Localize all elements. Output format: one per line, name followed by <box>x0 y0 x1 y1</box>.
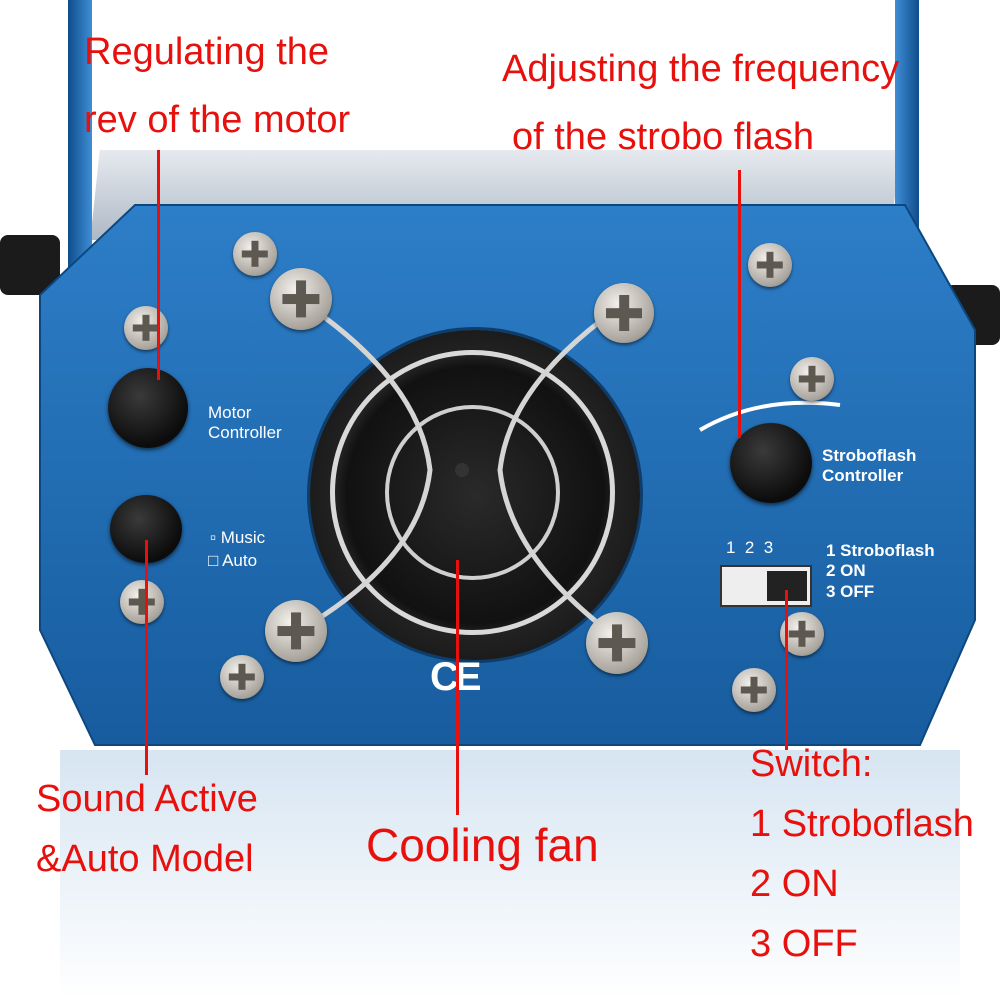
motor-annotation-line1: Regulating the <box>84 31 330 73</box>
auto-text: Auto <box>222 551 258 570</box>
screw <box>586 612 648 674</box>
switch-leader-line <box>785 590 788 750</box>
motor-annotation-line2: rev of the motor <box>84 99 351 141</box>
strobe-annotation-line2: of the strobo flash <box>512 116 815 158</box>
music-label: ▫ Music <box>210 528 265 548</box>
motor-annotation: Regulating the rev of the motor <box>84 33 350 139</box>
ce-mark: CE <box>430 655 482 699</box>
sound-annotation-line1: Sound Active <box>36 778 258 820</box>
strobe-annotation: Adjusting the frequency of the strobo fl… <box>502 50 899 156</box>
music-icon: ▫ <box>210 528 217 547</box>
switch-annotation-1: 1 Stroboflash <box>750 803 974 845</box>
screw <box>233 232 277 276</box>
motor-label-line2: Controller <box>208 423 282 443</box>
fan-annotation: Cooling fan <box>366 819 599 871</box>
switch-annotation-2: 2 ON <box>750 863 839 905</box>
auto-label: □ Auto <box>208 551 257 571</box>
switch-positions-label: 1 2 3 <box>726 538 774 557</box>
switch-option-2: 2 ON <box>826 561 866 581</box>
stroboflash-controller-label: Stroboflash Controller <box>822 446 916 487</box>
fan-leader-line <box>456 560 459 815</box>
switch-options: 1 Stroboflash 2 ON 3 OFF <box>826 541 935 602</box>
screw <box>748 243 792 287</box>
strobe-dial-arc <box>698 400 841 432</box>
strobe-annotation-line1: Adjusting the frequency <box>502 48 900 90</box>
motor-controller-knob[interactable] <box>108 368 188 448</box>
fan-guard-inner <box>385 405 560 580</box>
sound-leader-line <box>145 540 148 775</box>
device-bracket-left <box>68 0 92 290</box>
music-text: Music <box>220 528 266 547</box>
screw <box>732 668 776 712</box>
motor-label-line1: Motor <box>208 403 252 422</box>
reflection <box>60 750 960 1000</box>
motor-leader-line <box>157 150 160 380</box>
switch-annotation: Switch: 1 Stroboflash 2 ON 3 OFF <box>750 745 974 963</box>
screw <box>270 268 332 330</box>
sound-annotation-line2: &Auto Model <box>36 838 254 880</box>
strobe-leader-line <box>738 170 741 438</box>
fan-guard-outer <box>330 350 615 635</box>
screw <box>265 600 327 662</box>
stroboflash-controller-knob[interactable] <box>730 423 812 503</box>
strobe-label-line1: Stroboflash <box>822 446 917 465</box>
switch-option-3: 3 OFF <box>826 581 875 601</box>
screw <box>594 283 654 343</box>
switch-annotation-title: Switch: <box>750 743 873 785</box>
screw <box>790 357 834 401</box>
auto-icon: □ <box>208 551 219 570</box>
screw <box>124 306 168 350</box>
switch-option-1: 1 Stroboflash <box>826 541 935 560</box>
sound-annotation: Sound Active &Auto Model <box>36 780 258 878</box>
strobe-label-line2: Controller <box>822 466 904 486</box>
motor-controller-label: Motor Controller <box>208 403 282 444</box>
screw <box>220 655 264 699</box>
switch-annotation-3: 3 OFF <box>750 923 858 965</box>
mode-switch[interactable] <box>720 565 812 607</box>
screw <box>120 580 164 624</box>
